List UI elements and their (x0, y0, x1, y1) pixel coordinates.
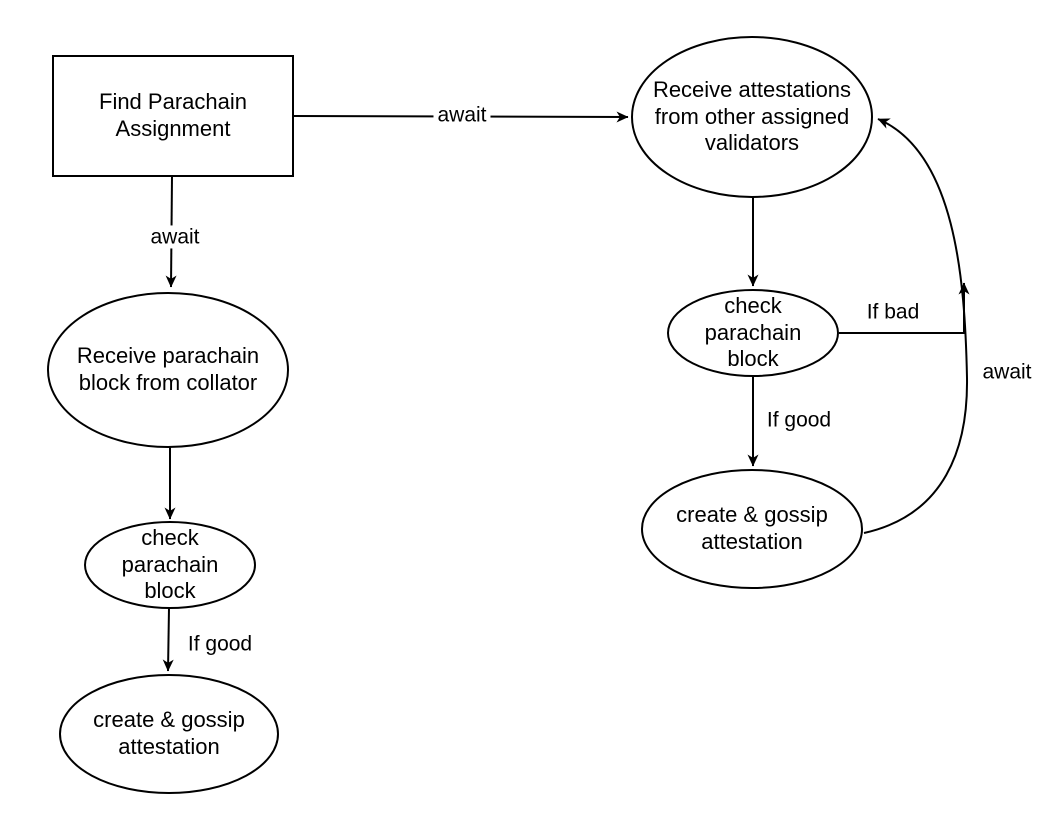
node-create-gossip-attestation-left-shape (59, 674, 279, 794)
edge-await-left-arrow (165, 175, 177, 288)
edge-await-top-arrow (292, 111, 629, 123)
edge-if-bad-arrow (839, 282, 970, 334)
node-create-gossip-attestation-right-shape (641, 469, 863, 589)
node-check-parachain-block-right-shape (667, 289, 839, 377)
edge-await-loop-curve (863, 118, 969, 534)
node-receive-attestations-shape (631, 36, 873, 198)
node-find-parachain-assignment-shape (52, 55, 294, 177)
node-check-parachain-block-left-shape (84, 521, 256, 609)
edge-if-good-left-arrow (162, 607, 174, 672)
node-receive-parachain-block-shape (47, 292, 289, 448)
